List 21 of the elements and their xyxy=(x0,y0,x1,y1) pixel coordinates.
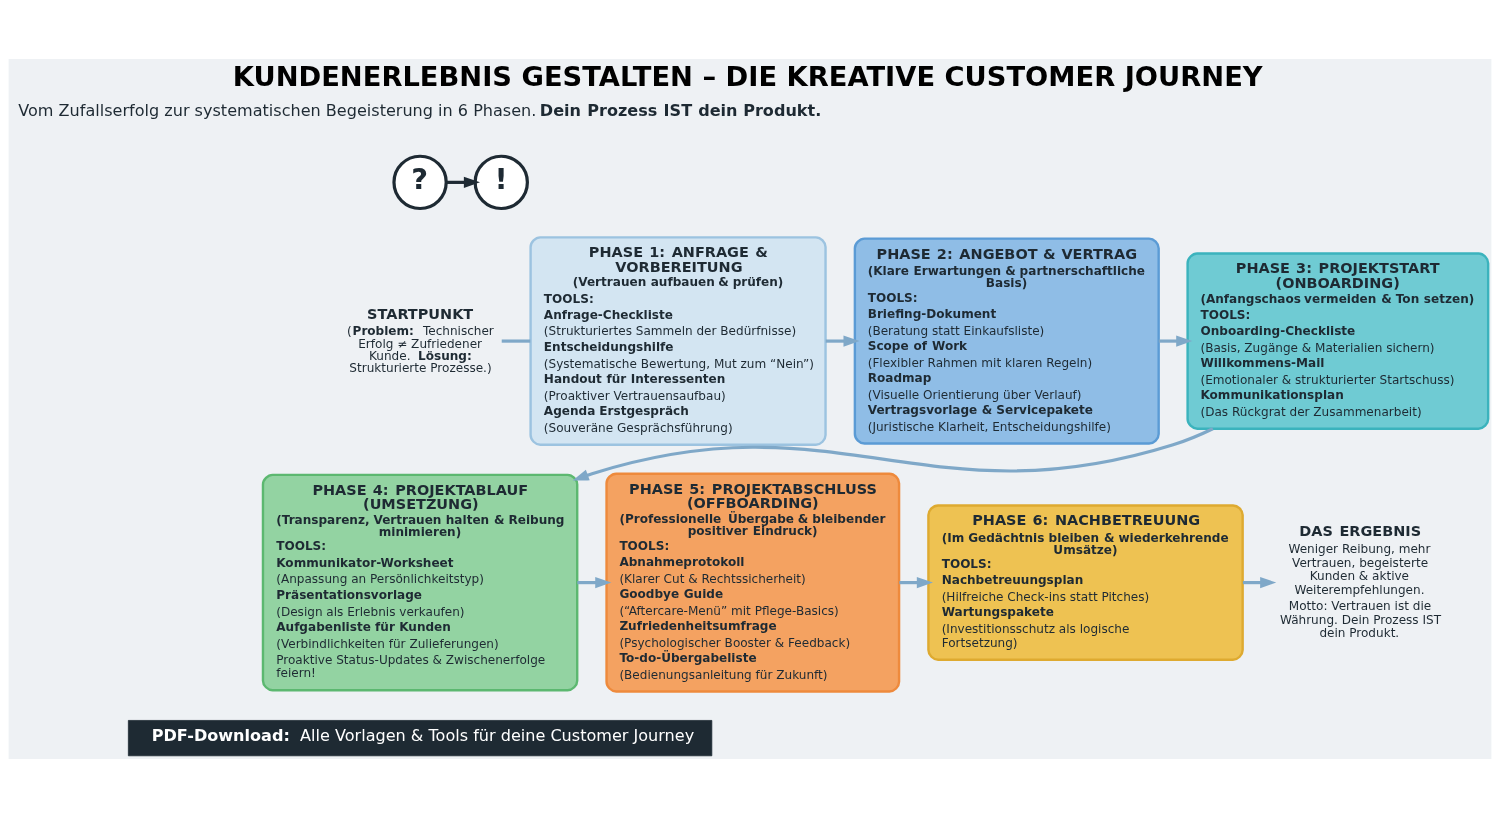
arrow xyxy=(1158,335,1193,347)
diagram-title: KUNDENERLEBNIS GESTALTEN – DIE KREATIVE CUSTOMER JOURNEY xyxy=(232,61,1263,93)
connector xyxy=(501,339,531,343)
arrow xyxy=(577,576,612,589)
arrow xyxy=(825,335,860,347)
node-circle: ? xyxy=(392,154,448,211)
arrow xyxy=(572,427,1214,481)
arrow xyxy=(446,176,480,188)
caption: PDF-Download: Alle Vorlagen & Tools für deine Customer Journey xyxy=(151,726,695,746)
arrow xyxy=(1242,576,1277,589)
node-text: STARTPUNKT (Problem: Technischer Erfolg ≠ Zufriedener Kunde. Lösung: Strukturierte Prozesse.) xyxy=(346,305,494,375)
node-box: PHASE 6: NACHBETREUUNG (Im Gedächtnis bleiben & wiederkehrende Umsätze) TOOLS: Nachbetreuungsplan (Hilfreiche Check-ins statt Pitches) Wartungspakete (Investitionsschutz als logische Fortsetzung) xyxy=(927,504,1244,661)
label: Vom Zufallserfolg zur systematischen Begeisterung in 6 Phasen. Dein Prozess IST dein Produkt. xyxy=(18,101,822,121)
node-text: DAS ERGEBNIS Weniger Reibung, mehr Vertrauen, begeisterte Kunden & aktive Weiterempfehlungen. Motto: Vertrauen ist die Währung. Dein Prozess IST dein Produkt. xyxy=(1280,522,1442,641)
node-box: PHASE 2: ANGEBOT & VERTRAG (Klare Erwartungen & partnerschaftliche Basis) TOOLS: Briefing-Dokument (Beratung statt Einkaufsliste) Scope of Work (Flexibler Rahmen mit klaren Regeln) Roadmap (Visuelle Orientierung über Verlauf) Vertragsvorlage & Servicepakete (Juristische Klarheit, Entscheidungshilfe) xyxy=(853,237,1160,445)
node-box: PHASE 4: PROJEKTABLAUF (UMSETZUNG) (Transparenz, Vertrauen halten & Reibung minimieren) TOOLS: Kommunikator-Worksheet (Anpassung an Persönlichkeitstyp) Präsentationsvorlage (Design als Erlebnis verkaufen) Aufgabenliste für Kunden (Verbindlichkeiten für Zulieferungen) Proaktive Status-Updates & Zwischenerfolge feiern! xyxy=(261,473,579,692)
arrow xyxy=(899,576,933,589)
node-box: PHASE 3: PROJEKTSTART (ONBOARDING) (Anfangschaos vermeiden & Ton setzen) TOOLS: Onboarding-Checkliste (Basis, Zugänge & Materialien sichern) Willkommens-Mail (Emotionaler & strukturierter Startschuss) Kommunikationsplan (Das Rückgrat der Zusammenarbeit) xyxy=(1186,252,1490,430)
node-box: PHASE 5: PROJEKTABSCHLUSS (OFFBOARDING) (Professionelle Übergabe & bleibender positiver Eindruck) TOOLS: Abnahmeprotokoll (Klarer Cut & Rechtssicherheit) Goodbye Guide (“Aftercare-Menü” mit Pflege-Basics) Zufriedenheitsumfrage (Psychologischer Booster & Feedback) To-do-Übergabeliste (Bedienungsanleitung für Zukunft) xyxy=(605,472,901,693)
node-circle: ! xyxy=(473,154,529,211)
node-box: PHASE 1: ANFRAGE & VORBEREITUNG (Vertrauen aufbauen & prüfen) TOOLS: Anfrage-Checkliste (Strukturiertes Sammeln der Bedürfnisse) Entscheidungshilfe (Systematische Bewertung, Mut zum “Nein”) Handout für Interessenten (Proaktiver Vertrauensaufbau) Agenda Erstgespräch (Souveräne Gesprächsführung) xyxy=(529,236,827,446)
